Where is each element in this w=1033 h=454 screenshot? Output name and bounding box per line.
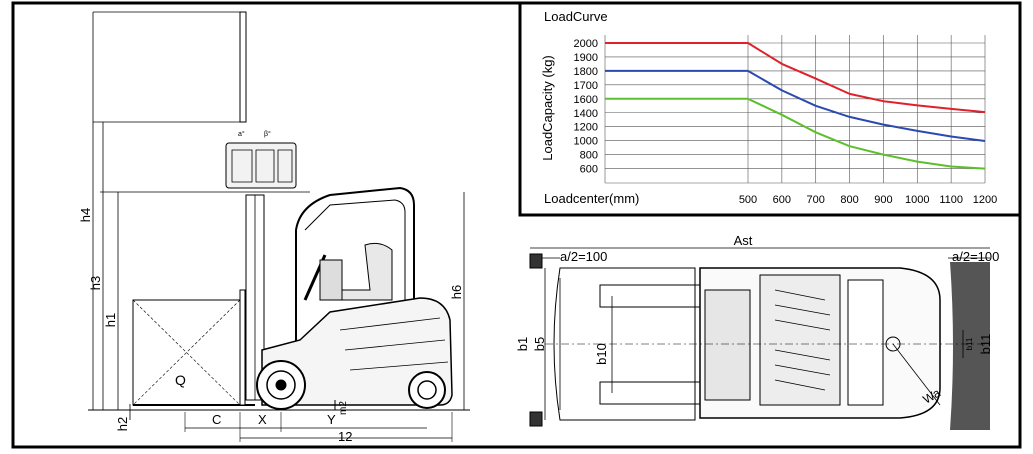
x-tick-1000: 1000	[905, 194, 929, 206]
y-tick-1800: 1800	[574, 66, 598, 78]
fork-shank	[239, 289, 246, 406]
load-curve-panel: LoadCurve LoadCapacity (kg) Loadcenter(m…	[518, 1, 1022, 217]
body-detail	[339, 317, 449, 371]
mast-top	[704, 289, 751, 401]
seat	[339, 242, 393, 301]
label-b5: b5	[532, 337, 547, 351]
y-tick-1200: 1200	[574, 122, 598, 134]
x-tick-500: 500	[739, 194, 757, 206]
side-view-labels: h4 h3 h1 h2 h6 Q C X Y m2 12 a° β°	[78, 130, 464, 444]
corner-block-bottom	[529, 411, 543, 427]
x-tick-1100: 1100	[939, 194, 963, 206]
engine-bay	[759, 274, 841, 406]
label-beta: β°	[264, 130, 271, 138]
x-tick-900: 900	[874, 194, 892, 206]
x-tick-600: 600	[773, 194, 791, 206]
rear-wheel	[408, 371, 446, 409]
label-a2-left: a/2=100	[560, 249, 607, 264]
y-tick-800: 800	[580, 150, 598, 162]
rear-wheel-hub	[417, 380, 437, 400]
label-x: X	[258, 412, 267, 427]
chart-x-ticks: 500 600 700 800 900 1000 1100 1200	[739, 194, 997, 206]
y-tick-600: 600	[580, 164, 598, 176]
x-tick-800: 800	[840, 194, 858, 206]
label-m2: m2	[338, 401, 349, 415]
top-view	[529, 247, 990, 430]
truck-body	[261, 297, 453, 406]
steering-wheel	[319, 259, 343, 301]
label-ast: Ast	[734, 233, 753, 248]
series-line-3	[605, 97, 986, 170]
front-wheel-hub	[266, 370, 296, 400]
series-line-1	[605, 42, 986, 114]
chart-title: LoadCurve	[544, 9, 608, 24]
y-tick-1900: 1900	[574, 52, 598, 64]
tilted-carriage	[225, 142, 297, 189]
label-h6: h6	[449, 285, 464, 299]
carriage-detail	[231, 149, 293, 183]
label-b11-small: b11	[965, 337, 974, 350]
label-a2-right: a/2=100	[952, 249, 999, 264]
x-tick-700: 700	[807, 194, 825, 206]
wa-radius	[892, 343, 941, 406]
pallet-outline	[553, 267, 696, 421]
label-y: Y	[327, 412, 336, 427]
label-b11: b11	[978, 334, 993, 355]
front-wheel-axle	[275, 379, 287, 391]
y-tick-1400: 1400	[574, 108, 598, 120]
chart-series	[605, 42, 986, 170]
y-tick-1700: 1700	[574, 80, 598, 92]
label-alpha: a°	[238, 130, 245, 138]
chart-y-ticks: 2000 1900 1800 1700 1600 1400 1200 1000 800 600	[574, 38, 598, 176]
fork-top	[599, 284, 706, 308]
label-h3: h3	[88, 276, 103, 290]
battery-detail	[774, 289, 831, 391]
chart-grid	[604, 35, 986, 184]
label-h2: h2	[115, 417, 130, 431]
top-view-labels: Ast a/2=100 a/2=100 b1 b5 b10 b11 b11 Wa	[515, 233, 999, 407]
label-h4: h4	[78, 208, 93, 222]
wall	[950, 262, 990, 430]
chart-xlabel: Loadcenter(mm)	[544, 191, 639, 206]
cab-inner	[304, 199, 406, 300]
outer-frame	[11, 1, 1022, 449]
corner-block-top	[529, 253, 543, 269]
side-view	[88, 11, 470, 442]
series-line-2	[605, 69, 986, 142]
chart-ylabel: LoadCapacity (kg)	[540, 55, 555, 161]
overhead-guard	[295, 186, 415, 398]
label-l2: 12	[338, 429, 352, 444]
label-h1: h1	[103, 313, 118, 327]
fork-bottom	[599, 381, 706, 405]
label-b10: b10	[594, 343, 609, 365]
y-tick-2000: 2000	[574, 38, 598, 50]
y-tick-1000: 1000	[574, 136, 598, 148]
seat-top	[847, 279, 884, 406]
label-q: Q	[175, 372, 186, 388]
x-tick-1200: 1200	[973, 194, 997, 206]
y-tick-1600: 1600	[574, 94, 598, 106]
raised-mast	[239, 11, 247, 123]
label-b1: b1	[515, 337, 530, 351]
label-c: C	[212, 412, 221, 427]
